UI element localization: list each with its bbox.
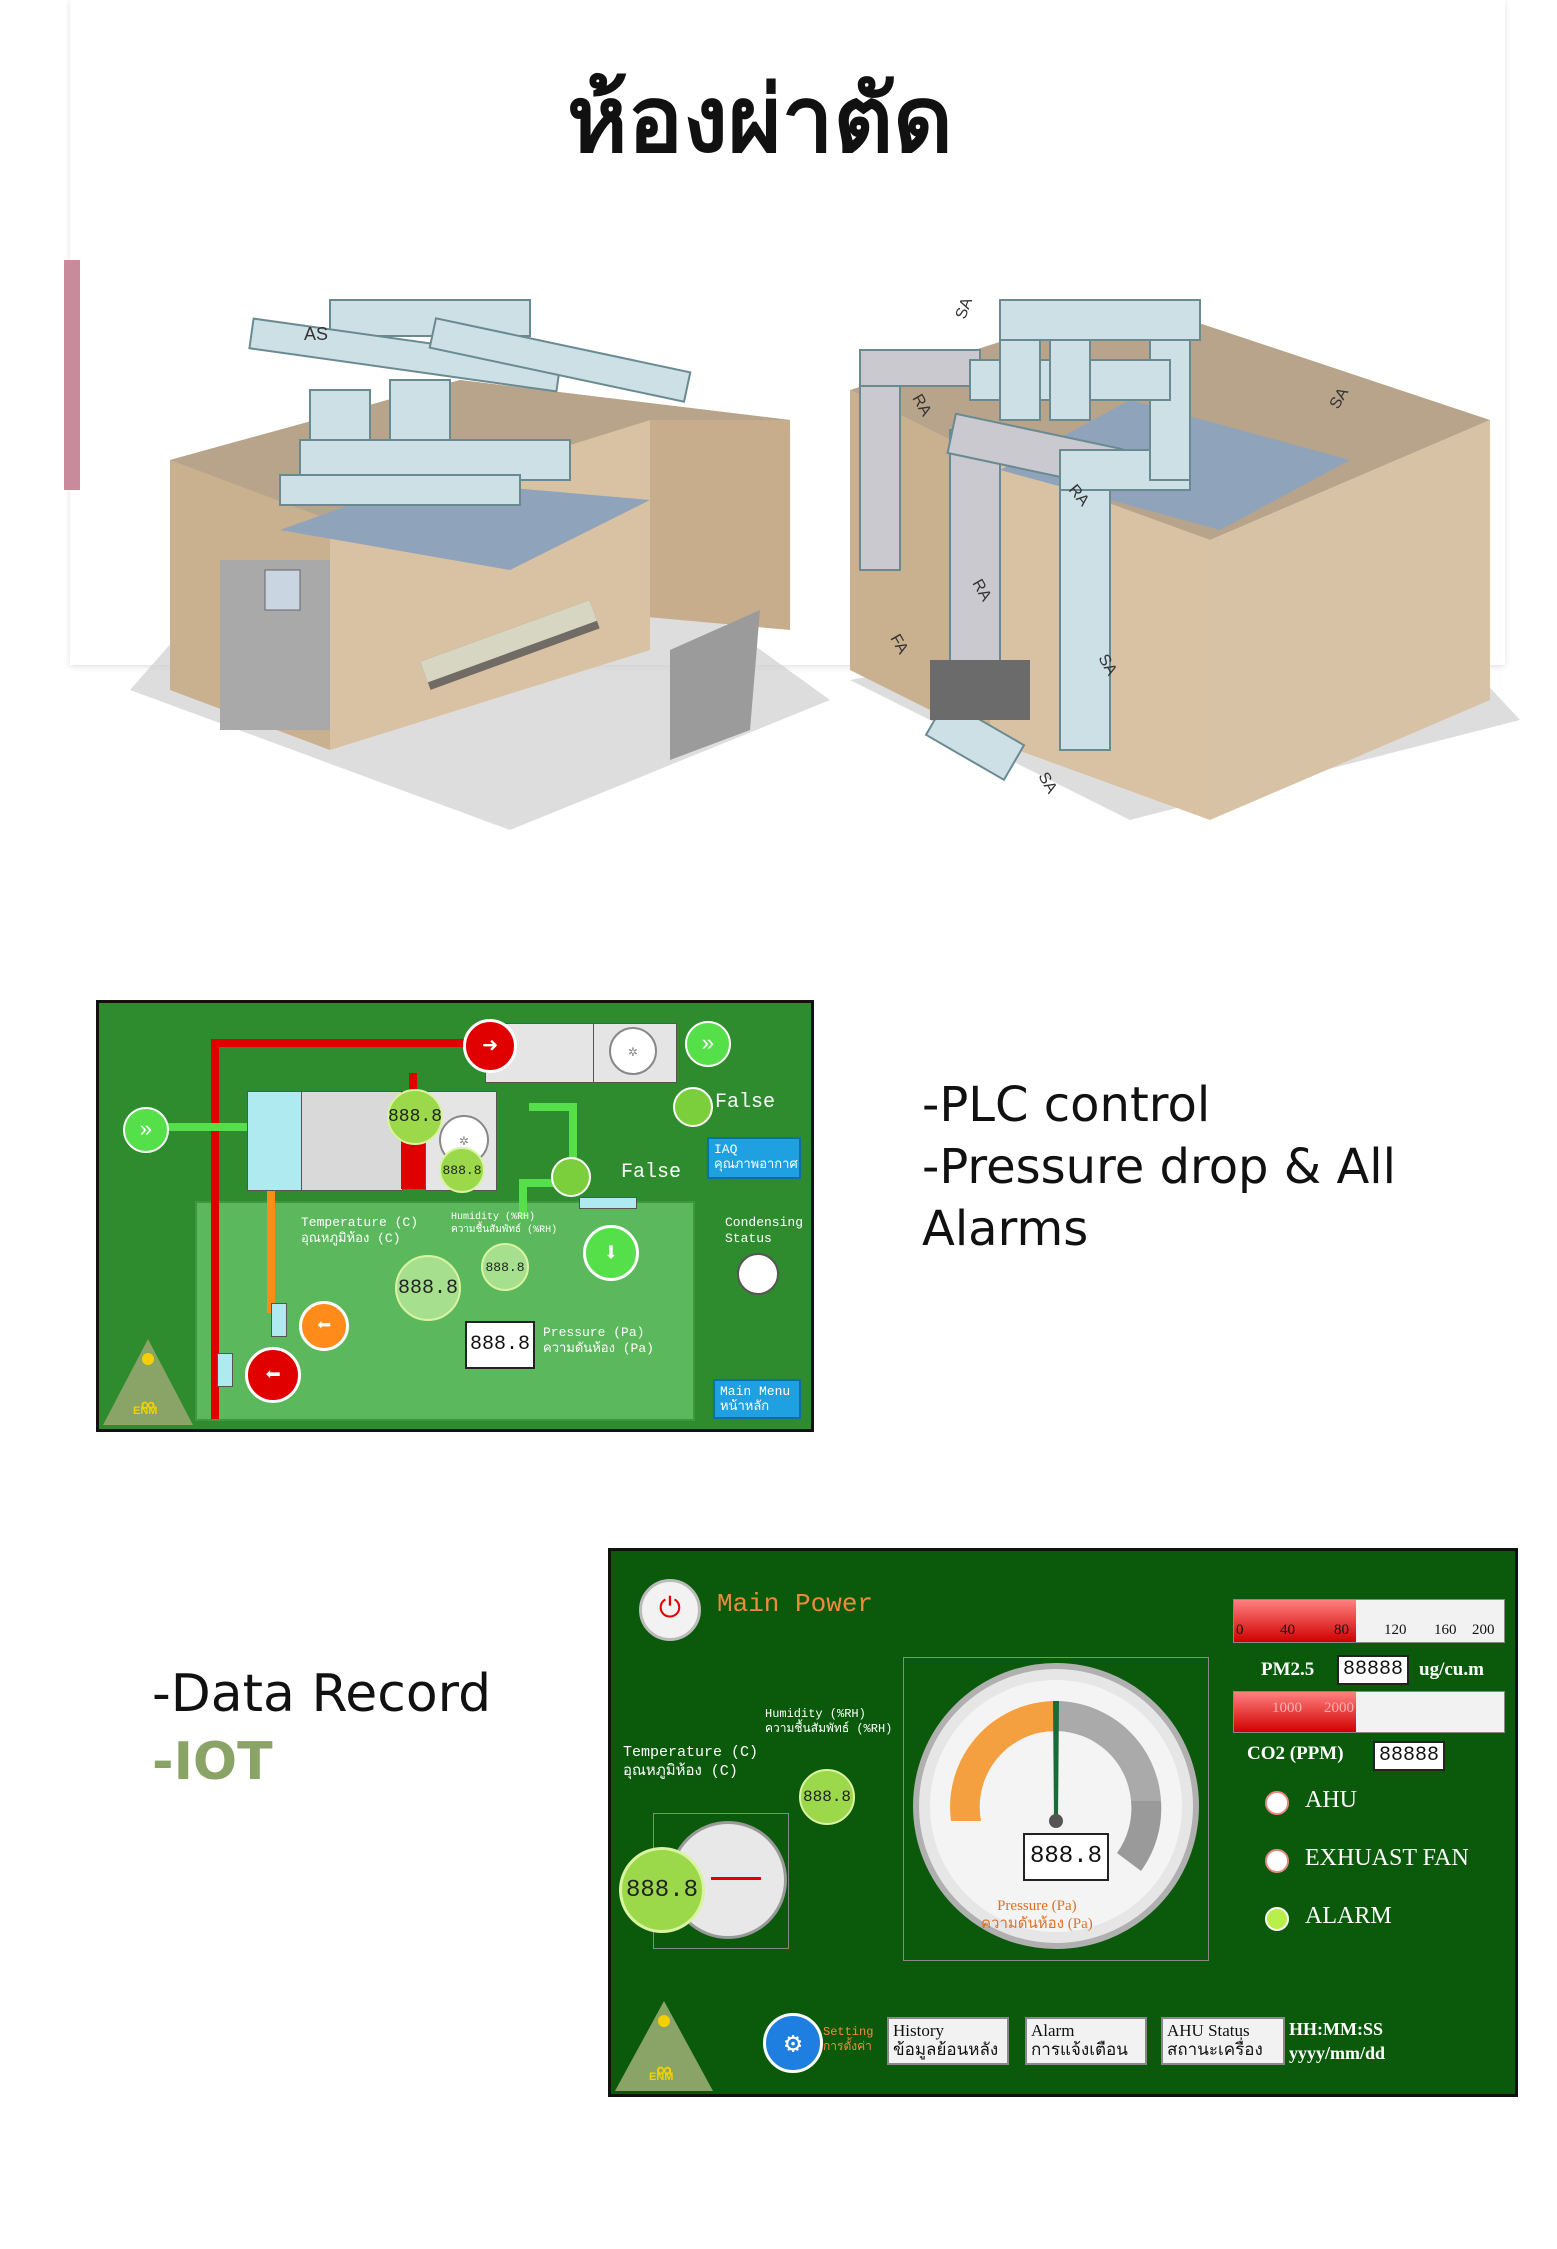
ahu-indicator: [1265, 1791, 1289, 1815]
pm25-scale: 0 40 80 120 160 200: [1234, 1622, 1504, 1640]
pm25-tick: 80: [1334, 1622, 1349, 1638]
return-pipe: [421, 1039, 485, 1047]
fan-icon: ✲: [609, 1027, 657, 1075]
supply-line: [519, 1179, 527, 1219]
supply-line: [569, 1103, 577, 1183]
fan-speed-value: 888.8: [439, 1147, 485, 1193]
temperature-value: 888.8: [395, 1255, 461, 1321]
exhaust-arrow-icon: ➜: [463, 1019, 517, 1073]
return-arrow-icon: ⬅: [245, 1347, 301, 1403]
iaq-button[interactable]: IAQ คุณภาพอากาศ: [707, 1137, 801, 1179]
supply-line: [529, 1103, 577, 1111]
humidity-label: Humidity (%RH) ความชื้นสัมพัทธ์ (%RH): [765, 1707, 893, 1736]
datetime-display: HH:MM:SS yyyy/mm/dd: [1289, 2019, 1386, 2063]
supply-arrow-icon: ⬇: [583, 1225, 639, 1281]
fan-status-indicator: [551, 1157, 591, 1197]
ahu-coil: [301, 1091, 403, 1191]
pressure-value: 888.8: [1023, 1833, 1109, 1881]
alarm-indicator: [1265, 1907, 1289, 1931]
temperature-value: 888.8: [619, 1847, 705, 1933]
return-arrow-icon: ⬅: [299, 1301, 349, 1351]
page-title: ห้องผ่าตัด: [567, 66, 953, 173]
co2-label: CO2 (PPM): [1247, 1743, 1344, 1764]
pm25-bar: 0 40 80 120 160 200: [1233, 1599, 1505, 1643]
duct-label: AS: [304, 324, 328, 344]
indicator-label: AHU: [1305, 1787, 1357, 1813]
coil-temp-value: 888.8: [387, 1089, 443, 1145]
supply-pipe: [267, 1133, 275, 1313]
svg-text:∞: ∞: [656, 2057, 672, 2082]
temp-gauge-needle: [711, 1877, 761, 1880]
pm25-tick: 40: [1280, 1622, 1295, 1638]
fan-status-bottom: False: [621, 1161, 682, 1184]
temperature-label: Temperature (C) อุณหภูมิห้อง (C): [301, 1215, 419, 1246]
pm25-value: 88888: [1337, 1655, 1409, 1685]
setting-label[interactable]: Setting การตั้งค่า: [823, 2025, 874, 2054]
indicator-label: ALARM: [1305, 1903, 1392, 1929]
duct-label: SA: [953, 295, 976, 321]
return-pipe: [211, 1039, 219, 1419]
accent-bar: [64, 260, 80, 490]
data-bullets: -Data Record -IOT: [152, 1660, 491, 1796]
svg-text:∞: ∞: [141, 1394, 155, 1416]
diffuser: [271, 1303, 287, 1337]
diffuser: [217, 1353, 233, 1387]
pressure-label: Pressure (Pa) ความดันห้อง (Pa): [981, 1898, 1093, 1932]
pressure-label: Pressure (Pa) ความดันห้อง (Pa): [543, 1325, 654, 1356]
pm25-unit: ug/cu.m: [1419, 1659, 1484, 1680]
bullet-iot: -IOT: [152, 1732, 273, 1792]
enm-logo-icon: ∞: [615, 2001, 713, 2091]
bullet-plc-control: -PLC control: [922, 1077, 1211, 1133]
bullet-data-record: -Data Record: [152, 1664, 492, 1724]
alarm-button[interactable]: Alarm การแจ้งเตือน: [1025, 2017, 1147, 2065]
temperature-label: Temperature (C) อุณหภูมิห้อง (C): [623, 1744, 759, 1780]
exhaust-fan-indicator: [1265, 1849, 1289, 1873]
pm25-tick: 160: [1434, 1622, 1457, 1638]
plc-bullets: -PLC control -Pressure drop & All Alarms: [922, 1074, 1396, 1260]
humidity-value: 888.8: [799, 1769, 855, 1825]
fan-status-indicator: [673, 1087, 713, 1127]
fan-status-top: False: [715, 1091, 776, 1114]
pm25-tick: 120: [1384, 1622, 1407, 1638]
bullet-alarms: Alarms: [922, 1201, 1089, 1257]
fresh-air-line: [159, 1123, 309, 1131]
power-button-icon[interactable]: ⏻: [639, 1579, 701, 1641]
main-power-label: Main Power: [717, 1589, 874, 1619]
co2-tick: 2000: [1324, 1700, 1354, 1716]
inlet-arrow-icon: »: [123, 1107, 169, 1153]
bullet-pressure-drop: -Pressure drop & All: [922, 1139, 1396, 1195]
co2-value: 88888: [1373, 1741, 1445, 1771]
history-button[interactable]: History ข้อมูลย้อนหลัง: [887, 2017, 1009, 2065]
hmi-dashboard-screen: ⏻ Main Power 0 40 80 120 160 200 PM2.5 8…: [608, 1548, 1518, 2097]
humidity-label: Humidity (%RH) ความชื้นสัมพัทธ์ (%RH): [451, 1212, 558, 1236]
main-menu-button[interactable]: Main Menu หน้าหลัก: [713, 1379, 801, 1419]
operating-room-model-left: AS: [130, 299, 830, 830]
condensing-label: Condensing Status: [725, 1215, 804, 1246]
logo-text: ENM: [649, 2071, 674, 2083]
pressure-value: 888.8: [465, 1321, 535, 1369]
logo-text: ENM: [133, 1405, 158, 1417]
pressure-gauge: [913, 1663, 1199, 1949]
diffuser: [579, 1197, 637, 1209]
pressure-gauge-frame: [903, 1657, 1209, 1961]
hmi-ahu-screen: ✲ ✲ ➜ » » ⬇ ⬅ ⬅ 888.8 888.8 False False …: [96, 1000, 814, 1432]
pm25-label: PM2.5: [1261, 1659, 1315, 1680]
co2-bar: 1000 2000: [1233, 1691, 1505, 1733]
setting-gear-icon[interactable]: ⚙: [763, 2013, 823, 2073]
supply-line: [519, 1179, 577, 1187]
ahu-status-button[interactable]: AHU Status สถานะเครื่อง: [1161, 2017, 1285, 2065]
humidity-value: 888.8: [481, 1243, 529, 1291]
pm25-bar-fill: [1234, 1600, 1356, 1642]
pm25-tick: 200: [1472, 1622, 1495, 1638]
pm25-tick: 0: [1236, 1622, 1244, 1638]
co2-bar-fill: [1234, 1692, 1356, 1732]
indicator-label: EXHUAST FAN: [1305, 1845, 1469, 1871]
enm-logo-icon: ∞: [103, 1339, 193, 1425]
outlet-arrow-icon: »: [685, 1021, 731, 1067]
condensing-indicator: [737, 1253, 779, 1295]
operating-room-model-right: SA RA RA SA RA SA FA SA: [850, 295, 1520, 820]
return-pipe: [211, 1039, 421, 1047]
co2-tick: 1000: [1272, 1700, 1302, 1716]
ahu-filter: [247, 1091, 303, 1191]
